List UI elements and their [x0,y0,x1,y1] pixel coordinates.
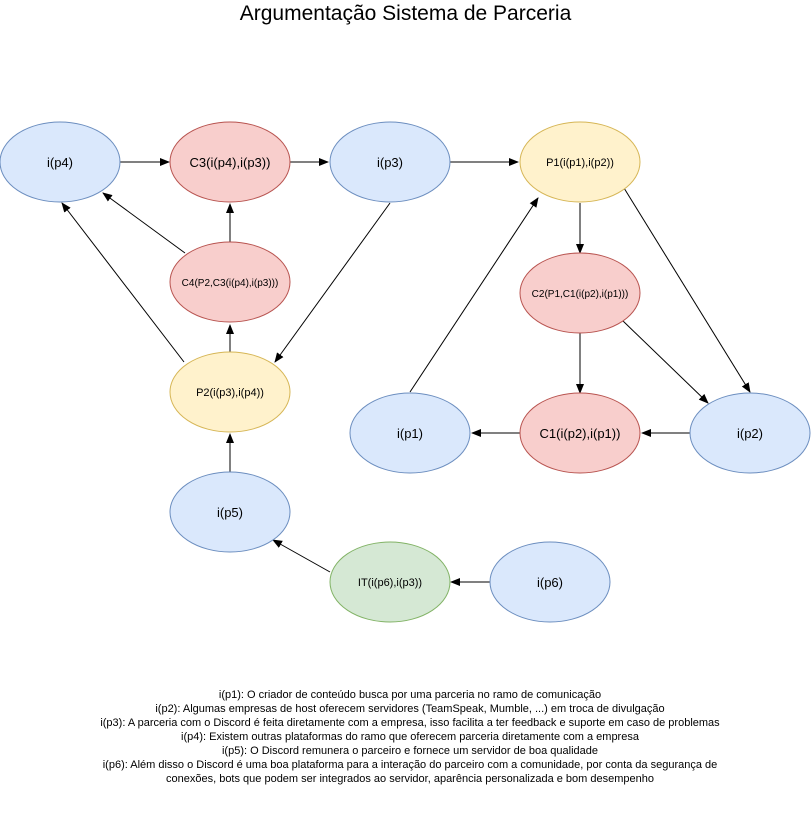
node-p2-label: P2(i(p3),i(p4)) [196,387,264,399]
node-it-label: IT(i(p6),i(p3)) [358,577,422,589]
node-c4-label: C4(P2,C3(i(p4),i(p3))) [182,278,279,289]
edge-c4-to-ip4 [102,192,186,254]
note-p5: i(p5): O Discord remunera o parceiro e f… [221,745,599,757]
premise-notes: i(p1): O criador de conteúdo busca por u… [50,688,770,786]
node-it[interactable]: IT(i(p6),i(p3)) [329,541,451,623]
edge-it-to-ip5 [272,539,331,573]
note-p1: i(p1): O criador de conteúdo busca por u… [218,689,602,701]
node-c1-label: C1(i(p2),i(p1)) [540,426,621,441]
node-p2[interactable]: P2(i(p3),i(p4)) [169,351,291,433]
node-ip4[interactable]: i(p4) [0,121,121,203]
node-ip1[interactable]: i(p1) [349,392,471,474]
node-ip6[interactable]: i(p6) [489,541,611,623]
note-p3: i(p3): A parceria com o Discord é feita … [100,717,720,729]
node-ip1-label: i(p1) [397,426,423,441]
note-p4: i(p4): Existem outras plataformas do ram… [181,731,639,743]
note-p2: i(p2): Algumas empresas de host oferecem… [155,703,665,715]
node-p1[interactable]: P1(i(p1),i(p2)) [519,121,641,203]
node-ip3-label: i(p3) [377,155,403,170]
node-c3[interactable]: C3(i(p4),i(p3)) [169,121,291,203]
edge-ip3-to-p2 [274,202,391,363]
node-ip2-label: i(p2) [737,426,763,441]
node-p1-label: P1(i(p1),i(p2)) [546,157,614,169]
edges [61,158,751,586]
diagram-title: Argumentação Sistema de Parceria [239,2,572,25]
edge-ip1-to-p1 [409,197,539,393]
edge-p1-to-ip2 [623,187,751,393]
node-ip3[interactable]: i(p3) [329,121,451,203]
node-c4[interactable]: C4(P2,C3(i(p4),i(p3))) [169,241,291,323]
edge-p2-to-ip4 [61,202,185,363]
node-c3-label: C3(i(p4),i(p3)) [190,155,271,170]
note-p6: i(p6): Além disso o Discord é uma boa pl… [102,759,718,771]
edge-c2-to-ip2 [621,319,709,404]
node-ip4-label: i(p4) [47,155,73,170]
node-c2-label: C2(P1,C1(i(p2),i(p1))) [532,289,629,300]
node-ip5-label: i(p5) [217,505,243,520]
node-ip2[interactable]: i(p2) [689,392,811,474]
node-ip5[interactable]: i(p5) [169,471,291,553]
node-ip6-label: i(p6) [537,575,563,590]
node-c2[interactable]: C2(P1,C1(i(p2),i(p1))) [519,252,641,334]
node-c1[interactable]: C1(i(p2),i(p1)) [519,392,641,474]
note-p6-continued: conexões, bots que podem ser integrados … [166,773,654,785]
